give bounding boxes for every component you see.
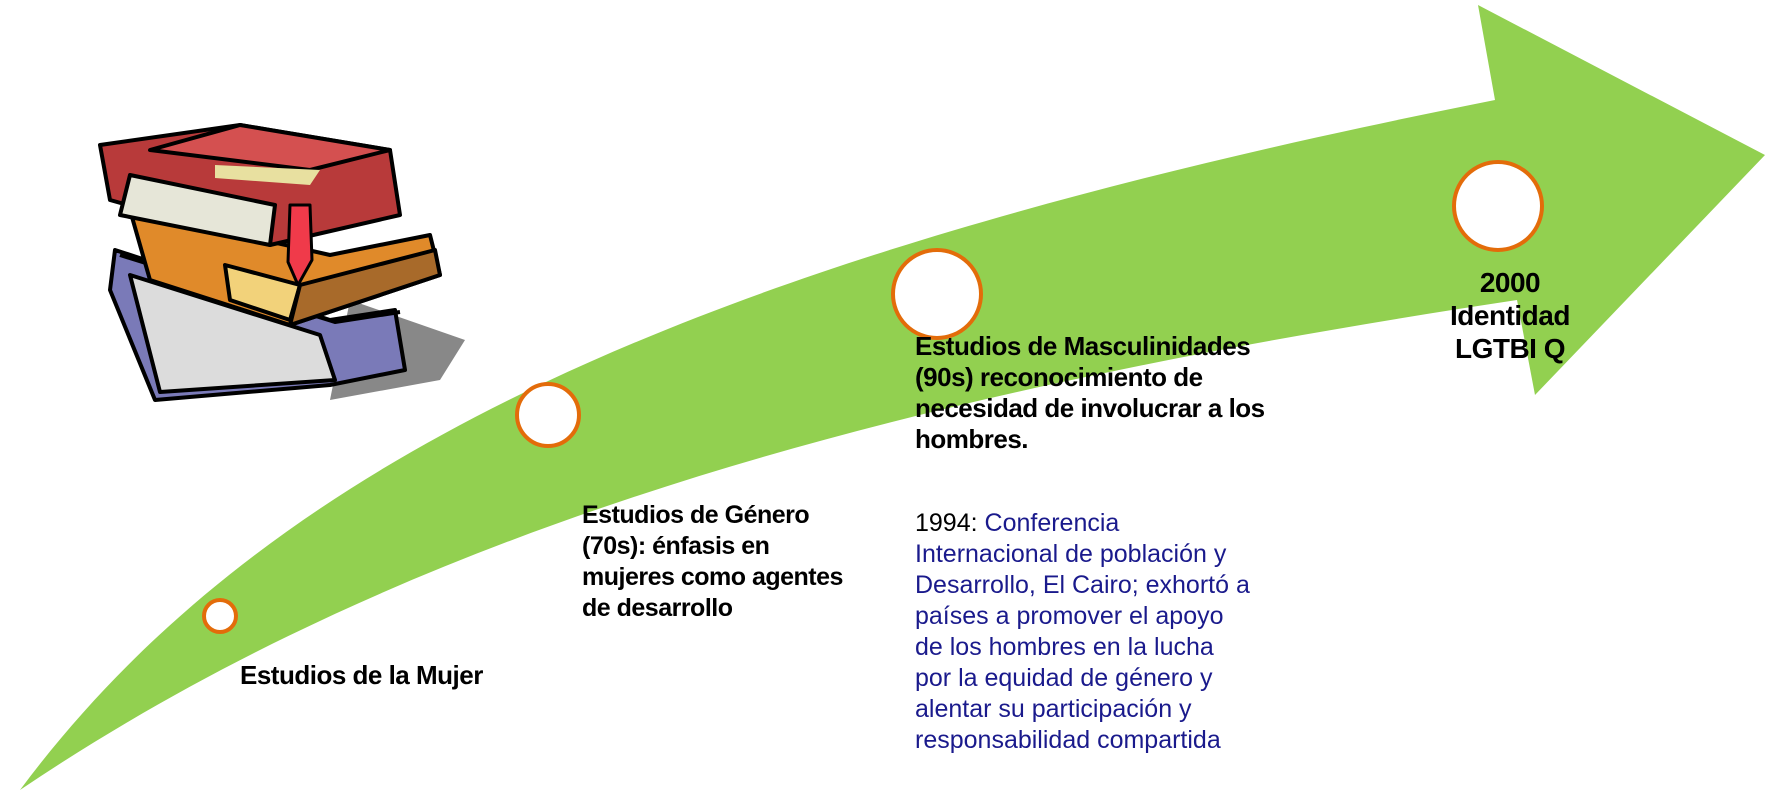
note-year: 1994:	[915, 509, 985, 537]
milestone-line: LGTBI Q	[1454, 333, 1566, 364]
milestone-line: Identidad	[1450, 300, 1570, 331]
milestone-label: Estudios de Género (70s): énfasis en muj…	[582, 501, 843, 622]
timeline-arrow	[20, 5, 1765, 790]
milestone-label: Estudios de Masculinidades (90s) reconoc…	[915, 331, 1265, 454]
conference-note: 1994: Conferencia Internacional de pobla…	[915, 508, 1345, 756]
note-text: Conferencia Internacional de población y…	[915, 509, 1250, 754]
milestone-label: 2000 Identidad LGTBI Q	[1410, 266, 1610, 365]
books-stack-icon	[98, 123, 465, 402]
milestone-year: 2000	[1479, 267, 1541, 298]
milestone-marker	[202, 598, 238, 634]
milestone-marker	[515, 382, 581, 448]
milestone-marker	[1452, 160, 1544, 252]
milestone-label: Estudios de la Mujer	[240, 660, 483, 690]
milestone-marker	[891, 248, 983, 340]
